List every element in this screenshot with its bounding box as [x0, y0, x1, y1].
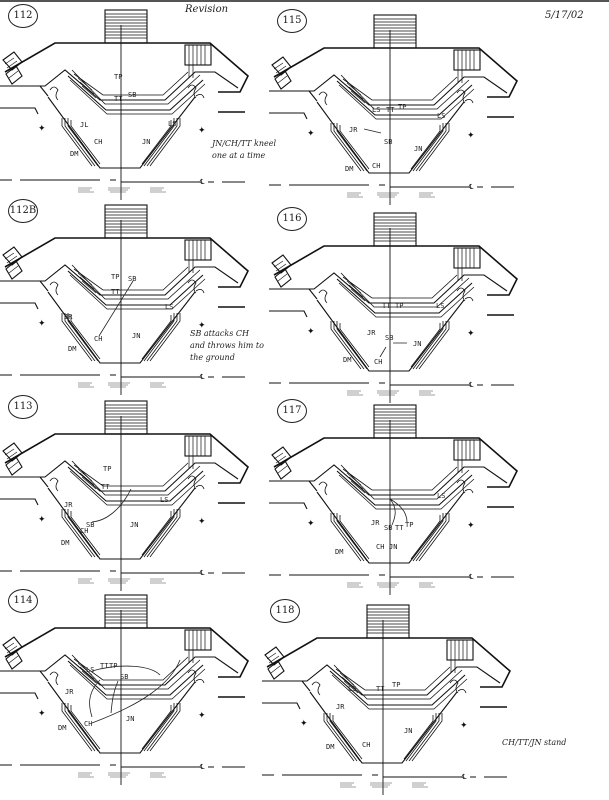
movement-arrow: [91, 488, 132, 523]
actor-label: JN: [132, 332, 141, 340]
actor-label: DM: [345, 165, 354, 173]
movement-arrow: [363, 128, 382, 134]
stage-plan: [269, 5, 609, 210]
actor-label: LS: [372, 106, 381, 114]
actor-label: DM: [61, 539, 70, 547]
actor-label: TP: [405, 521, 414, 529]
actor-label: DM: [58, 724, 67, 732]
actor-label: LS: [168, 120, 177, 128]
actor-label: TP: [109, 662, 118, 670]
actor-label: LS: [160, 496, 169, 504]
stage-plan: [269, 203, 609, 408]
movement-arrow: [389, 498, 408, 526]
actor-label: DM: [335, 548, 344, 556]
revision-note: Revision: [185, 4, 229, 15]
actor-label: JN: [414, 145, 423, 153]
actor-label: DM: [68, 345, 77, 353]
actor-label: TP: [111, 273, 120, 281]
actor-label: SB: [384, 138, 393, 146]
actor-label: TP: [395, 302, 404, 310]
actor-label: JR: [349, 126, 358, 134]
actor-label: TT: [111, 288, 120, 296]
actor-label: JN: [126, 715, 135, 723]
actor-label: TT: [114, 95, 123, 103]
actor-label: SB: [120, 673, 129, 681]
stage-plan: [0, 391, 340, 596]
actor-label: TT: [376, 685, 385, 693]
blocking-note: JN/CH/TT kneel one at a time: [212, 139, 277, 160]
actor-label: SB: [86, 521, 95, 529]
actor-label: DM: [70, 150, 79, 158]
movement-arrow: [379, 342, 407, 358]
actor-label: TP: [114, 73, 123, 81]
actor-label: LS: [436, 302, 445, 310]
actor-label: JR: [64, 501, 73, 509]
actor-label: SB: [128, 91, 137, 99]
actor-label: TT: [100, 662, 109, 670]
actor-label: CH: [376, 543, 385, 551]
actor-label: JN: [130, 521, 139, 529]
actor-label: JN: [404, 727, 413, 735]
actor-label: LS: [86, 666, 95, 674]
actor-label: JR: [367, 329, 376, 337]
actor-label: CH: [94, 335, 103, 343]
stage-plan: [262, 595, 602, 800]
actor-label: SB: [384, 524, 393, 532]
panel-number: 112B: [8, 199, 38, 223]
stage-plan: [0, 195, 340, 400]
blocking-note: SB attacks CH and throws him to the grou…: [190, 329, 264, 362]
actor-label: JL: [80, 121, 89, 129]
panel-number: 115: [277, 9, 307, 33]
actor-label: CH: [372, 162, 381, 170]
panel-number: 114: [8, 589, 38, 613]
actor-label: TP: [103, 465, 112, 473]
actor-label: JR: [65, 688, 74, 696]
actor-label: SB: [128, 275, 137, 283]
actor-label: JR: [336, 703, 345, 711]
blocking-note: CH/TT/JN stand: [502, 738, 567, 747]
actor-label: CH: [362, 741, 371, 749]
actor-label: LS: [165, 303, 174, 311]
actor-label: TP: [398, 103, 407, 111]
panel-number: 112: [8, 4, 38, 28]
actor-label: DM: [326, 743, 335, 751]
actor-label: TT: [382, 302, 391, 310]
actor-label: TT: [395, 524, 404, 532]
panel-number: 117: [277, 399, 307, 423]
actor-label: CH: [94, 138, 103, 146]
scan-edge: [0, 0, 609, 2]
movement-arrow: [98, 280, 134, 337]
actor-label: CH: [80, 527, 89, 535]
actor-label: CH: [84, 720, 93, 728]
panel-number: 113: [8, 395, 38, 419]
actor-label: JN: [142, 138, 151, 146]
actor-label: DM: [343, 356, 352, 364]
actor-label: JR: [64, 313, 73, 321]
panel-number: 118: [270, 599, 300, 623]
date-note: 5/17/02: [545, 10, 584, 21]
actor-label: TT: [386, 106, 395, 114]
stage-plan: [0, 585, 340, 790]
movement-arrow: [89, 659, 181, 724]
actor-label: TT: [101, 483, 110, 491]
stage-plan: [269, 395, 609, 600]
actor-label: LS: [437, 112, 446, 120]
actor-label: LS: [348, 685, 357, 693]
actor-label: SB: [385, 334, 394, 342]
actor-label: CH: [374, 358, 383, 366]
stage-diagram-112B: 112B TP TT SB JR CH JN LS DM SB attacks CH and th…: [0, 195, 340, 400]
actor-label: LS: [437, 492, 446, 500]
actor-label: JR: [371, 519, 380, 527]
actor-label: JN: [413, 340, 422, 348]
actor-label: JN: [389, 543, 398, 551]
actor-label: TP: [392, 681, 401, 689]
panel-number: 116: [277, 207, 307, 231]
